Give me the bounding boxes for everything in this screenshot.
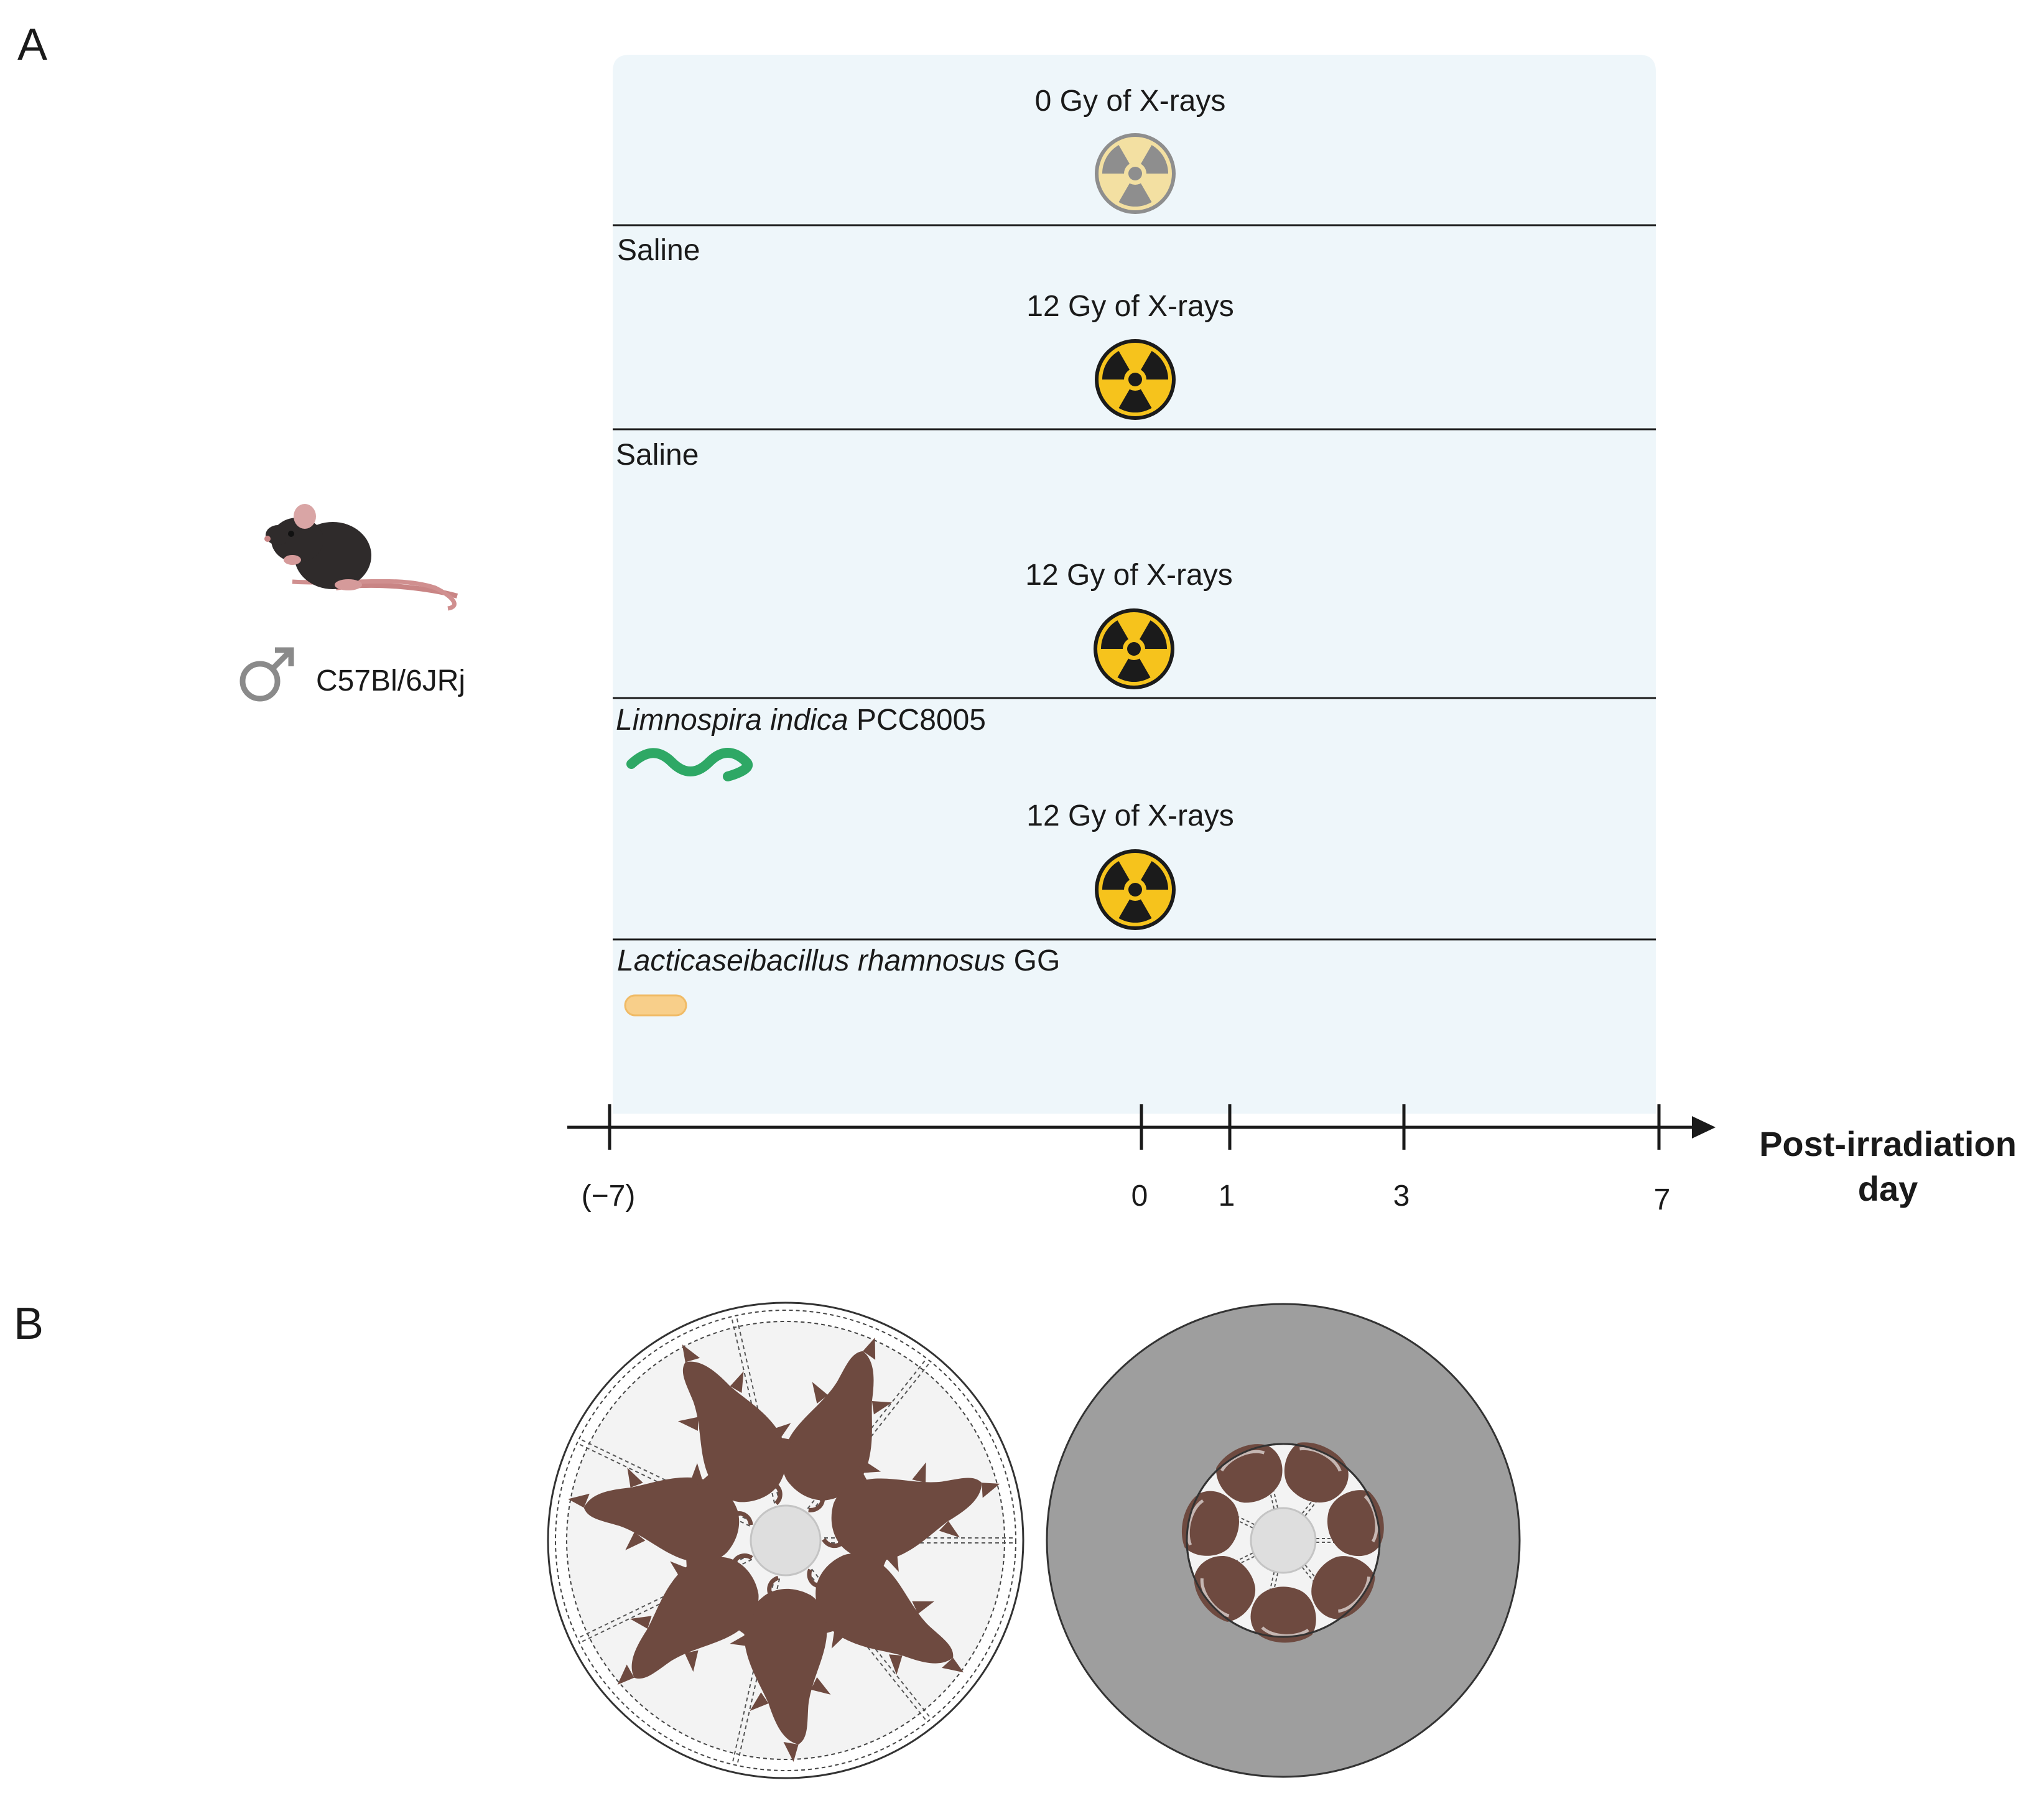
panel-label-b: B [14,1299,44,1349]
treatment-label: Lacticaseibacillus rhamnosus GG [617,944,1060,977]
tick-label: 1 [1219,1180,1235,1213]
group-row-1: 0 Gy of X-rays [1035,85,1226,217]
tick-label: 3 [1393,1180,1410,1213]
mouse-illustration [264,504,458,611]
axis-title-line1: Post-irradiation [1759,1124,2017,1163]
tick-label: 0 [1131,1180,1148,1213]
mouse-holder-shielded [1046,1303,1521,1778]
dose-label: 12 Gy of X-rays [1026,290,1233,323]
holder-hub [750,1504,822,1576]
strain-label: C57Bl/6JRj [316,664,465,697]
timeline-axis: (−7) 0 1 3 7 Post-irradiation day [567,1104,2017,1216]
treatment-label: Limnospira indica PCC8005 [616,704,986,737]
dose-label: 12 Gy of X-rays [1026,799,1233,832]
group-row-5: Lacticaseibacillus rhamnosus GG [617,944,1060,1017]
male-symbol-icon [239,647,294,702]
axis-title-line2: day [1858,1169,1918,1208]
group-row-2: Saline 12 Gy of X-rays [617,234,1234,422]
groups-panel [613,55,1656,1114]
dose-label: 12 Gy of X-rays [1025,559,1232,592]
tick-label: (−7) [582,1180,636,1213]
spirulina-icon [626,748,753,781]
panel-label-a: A [17,20,47,70]
group-row-4: Limnospira indica PCC8005 12 Gy of X-ray… [616,704,1234,933]
group-row-3: Saline 12 Gy of X-rays [616,439,1233,692]
tick-label: 7 [1654,1183,1671,1216]
lgg-bacillus-icon [624,994,687,1017]
treatment-label: Saline [616,439,699,472]
mouse-holder-open [547,1302,1024,1779]
treatment-label: Saline [617,234,700,267]
holder-hub [1250,1507,1317,1574]
dose-label: 0 Gy of X-rays [1035,85,1226,118]
